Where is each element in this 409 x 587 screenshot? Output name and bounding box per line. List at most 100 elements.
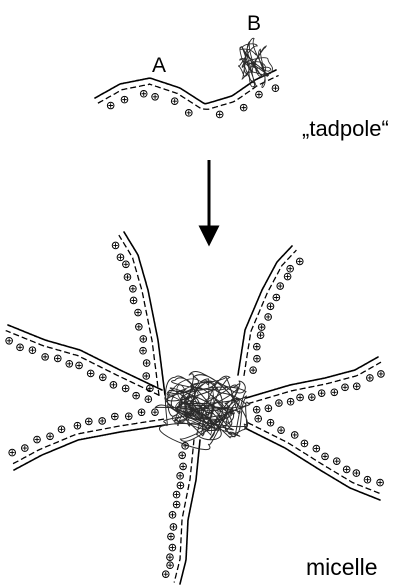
counterion-icon [54,355,61,362]
block-b-label: B [247,13,261,34]
counterion-icon [34,436,41,443]
counterion-icon [123,261,130,268]
counterion-icon [309,394,316,401]
charge-layer-line [6,331,160,396]
counterion-icon [85,418,92,425]
counterion-icon [353,470,360,477]
counterion-icon [257,332,264,339]
counterion-icon [364,476,371,483]
polymer-backbone [245,428,380,500]
counterion-icon [297,394,304,401]
counterion-icon [333,458,340,465]
polymer-backbone [124,232,165,395]
counterion-icon [273,294,280,301]
counterion-icon [250,367,257,374]
counterion-icon [267,419,274,426]
counterion-icon [253,343,260,350]
counterion-icon [367,375,374,382]
charge-layer-line [248,423,383,495]
counterion-icon [140,90,147,97]
counterion-icon [143,360,150,367]
counterion-icon [253,406,260,413]
counterion-icon [171,98,178,105]
block-a-label: A [152,55,166,76]
counterion-icon [177,473,184,480]
counterion-icon [167,562,174,569]
counterion-icon [377,479,384,486]
counterion-icon [110,382,117,389]
counterion-icon [125,413,132,420]
counterion-icon [143,373,150,380]
counterion-icon [277,283,284,290]
counterion-icon [255,415,262,422]
counterion-icon [58,426,65,433]
micelle-arm-bottom [162,439,200,584]
counterion-icon [99,418,106,425]
tadpole-label: „tadpole“ [302,118,389,140]
counterion-icon [133,392,140,399]
counterion-icon [167,554,174,561]
micelle-structure [6,232,385,584]
counterion-icon [117,254,124,261]
counterion-icon [87,370,94,377]
counterion-icon [173,491,180,498]
counterion-icon [284,273,291,280]
polymer-backbone [238,246,292,375]
micelle-label: micelle [306,556,378,579]
counterion-icon [29,347,36,354]
micelle-arm-left [6,325,162,403]
counterion-icon [276,400,283,407]
counterion-icon [42,354,49,361]
counterion-icon [121,96,128,103]
counterion-icon [76,362,83,369]
counterion-icon [17,344,24,351]
counterion-icon [258,324,265,331]
counterion-icon [130,297,137,304]
counterion-icon [135,309,142,316]
counterion-icon [136,323,143,330]
counterion-icon [301,440,308,447]
counterion-icon [296,258,303,265]
tadpole-tail-block-a [95,70,279,118]
counterion-icon [170,524,177,531]
counterion-icon [342,384,349,391]
counterion-icon [256,91,263,98]
counterion-icon [287,398,294,405]
counterion-icon [74,422,81,429]
counterion-icon [112,242,119,249]
counterion-icon [185,110,192,117]
counterion-icon [331,389,338,396]
counterion-icon [216,111,223,118]
counterion-icon [318,390,325,397]
tadpole-structure [95,38,279,118]
counterion-icon [122,385,129,392]
counterion-icon [378,371,385,378]
micelle-arm-top-left [112,232,165,396]
counterion-icon [265,314,272,321]
counterion-icon [177,482,184,489]
counterion-icon [278,427,285,434]
counterion-icon [287,265,294,272]
counterion-icon [112,413,119,420]
counterion-icon [124,274,131,281]
counterion-icon [240,104,247,111]
counterion-icon [145,396,152,403]
counterion-icon [322,453,329,460]
counterion-icon [47,433,54,440]
micelle-arm-right [246,357,384,413]
counterion-icon [9,449,16,456]
counterion-icon [130,285,137,292]
counterion-icon [267,303,274,310]
counterion-icon [107,102,114,109]
counterion-icon [168,533,175,540]
counterion-icon [169,544,176,551]
micelle-arm-bottom-left [9,409,165,470]
counterion-icon [140,336,147,343]
counterion-icon [291,432,298,439]
counterion-icon [173,501,180,508]
counterion-icon [265,405,272,412]
counterion-icon [353,383,360,390]
charge-layer-line [174,439,194,582]
counterion-icon [254,355,261,362]
